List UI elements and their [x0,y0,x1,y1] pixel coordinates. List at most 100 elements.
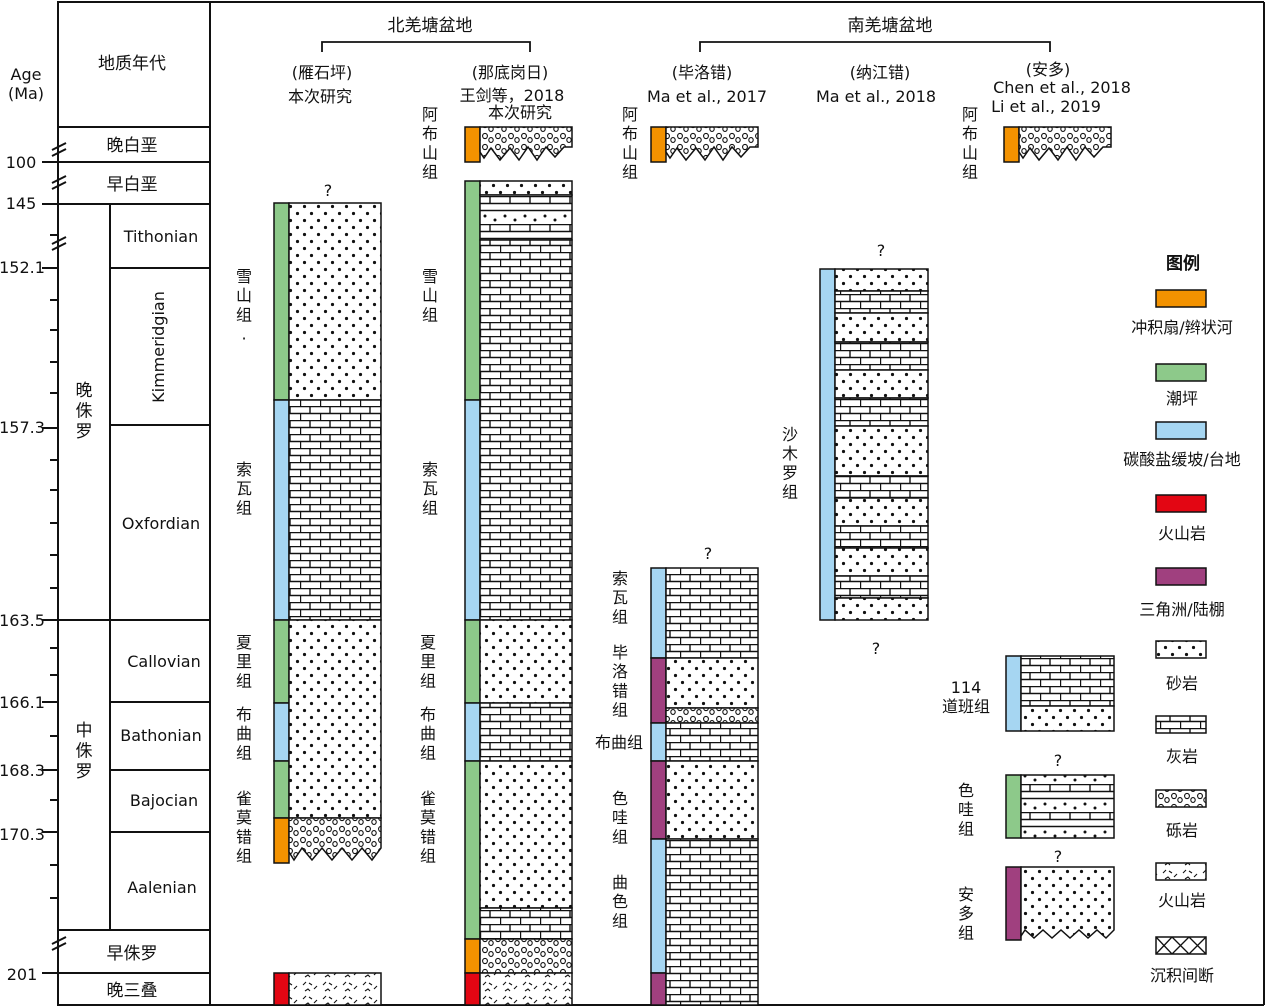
fm-label-biluocuo-biluocuo: 毕洛错组 [612,643,628,720]
env-bar [650,657,667,724]
fm-label-abushan-anduo: 阿布山组 [962,105,978,182]
legend-label-conglomerate: 砾岩 [1166,821,1198,840]
stage-callovian: Callovian [127,652,201,671]
time-scale [42,1,211,1006]
fm-label-buqu-nadigangri: 布曲组 [420,705,436,762]
fm-label-buqu-biluocuo: 布曲组 [595,733,643,752]
lith-sandstone [479,180,573,196]
legend-label-delta: 三角洲/陆棚 [1139,600,1224,619]
lith-volcanic [479,972,573,1006]
lith-limestone [479,702,573,762]
fm-label-anduo-anduo: 安多组 [958,885,974,942]
legend-label-sandstone: 砂岩 [1166,674,1198,693]
legend-swatch-volcanic [1155,494,1207,513]
fm-label-sewa-biluocuo: 色哇组 [612,789,628,846]
unknown-top-mark: ? [324,181,333,200]
legend-swatch-limestone [1155,715,1207,734]
section-najiangcuo-source: Ma et al., 2018 [816,87,936,106]
env-bar [464,180,481,401]
age-axis-label: Age [11,65,42,84]
env-bar [650,760,667,840]
lith-sandstone [288,202,382,401]
lith-sandstone [1020,705,1115,732]
legend-swatch-delta [1155,567,1207,586]
section-nadigangri-source: 王剑等，2018 [460,86,565,105]
env-bar [464,938,481,974]
section-anduo-name: (安多) [1026,60,1071,79]
legend-label-fan: 冲积扇/辫状河 [1131,318,1232,337]
lith-conglomerate [1018,126,1112,162]
column-anduo: ? ? [1003,126,1115,941]
env-bar [1005,774,1022,839]
stage-oxfordian: Oxfordian [122,514,200,533]
section-anduo-source2: Li et al., 2019 [991,97,1101,116]
unknown-top-mark: ? [704,544,713,563]
axis-break-marks [51,142,67,951]
env-bar [464,126,481,163]
legend-label-hiatus: 沉积间断 [1150,966,1214,985]
env-bar [273,702,290,762]
fm-label-abushan-biluocuo: 阿布山组 [622,105,638,182]
lith-sandstone [665,657,759,709]
lith-limestone [665,722,759,762]
age-label-170: 170.3 [0,825,45,844]
section-yanshiping-source: 本次研究 [288,87,352,106]
south-basin-bracket [699,41,1051,52]
age-label-166: 166.1 [0,693,45,712]
lith-conglomerate [288,817,382,862]
period-late-triassic: 晚三叠 [107,981,158,1001]
legend-swatch-volcanic-rock [1155,862,1207,881]
env-bar [273,619,290,704]
north-basin-title: 北羌塘盆地 [388,16,473,36]
env-bar [1005,655,1022,732]
section-najiangcuo-name: (纳江错) [850,63,911,82]
column-yanshiping: ? [273,181,382,1006]
env-bar [650,567,667,659]
fm-label-sewa-anduo: 色哇组 [958,781,974,838]
lith-conglomerate [665,126,759,162]
section-anduo-source: Chen et al., 2018 [993,78,1131,97]
lith-limestone [479,907,573,940]
fm-label-abushan-nadigangri: 阿布山组 [422,105,438,182]
lith-sandstone [479,619,573,704]
lith-sandstone [479,760,573,909]
section-nadigangri-source2: 本次研究 [488,103,552,122]
column-nadigangri [464,126,573,1006]
fm-label-quse-biluocuo: 曲色组 [612,873,628,930]
unknown-bottom-mark: ? [872,639,881,658]
lith-limestone [665,567,759,659]
lith-sandstone [834,425,929,477]
section-biluocuo-source: Ma et al., 2017 [647,87,767,106]
lith-limestone [834,341,929,371]
fm-label-xiali-yanshiping: 夏里组 [236,633,252,690]
lith-sandstone [288,619,382,819]
lith-limestone [834,525,929,549]
legend-label-volcanic-rock: 火山岩 [1158,891,1206,910]
section-biluocuo-name: (毕洛错) [672,63,733,82]
unknown-mark-sewa: ? [1054,751,1063,770]
legend: 图例 冲积扇/辫状河 潮坪 碳酸盐缓坡/台地 火山岩 三角洲/陆棚 砂岩 灰岩 … [1123,253,1240,985]
south-basin-title: 南羌塘盆地 [848,16,933,36]
legend-label-limestone: 灰岩 [1166,747,1198,766]
env-bar [273,817,290,864]
column-najiangcuo: ? ? [819,241,929,658]
age-label-168: 168.3 [0,761,45,780]
lith-conglomerate [479,126,573,162]
env-bar [273,399,290,621]
env-bar [464,619,481,704]
age-axis-unit: (Ma) [8,84,44,103]
lith-sand-lime [479,194,573,241]
age-label-100: 100 [6,153,37,172]
period-middle-jurassic: 中侏罗 [76,721,93,782]
lith-conglomerate [479,938,573,974]
lith-limestone [834,475,929,499]
fm-label-buqu-yanshiping: 布曲组 [236,705,252,762]
env-bar [273,760,290,819]
section-yanshiping-name: (雁石坪) [292,63,353,82]
fm-label-xiali-nadigangri: 夏里组 [420,633,436,690]
stage-bathonian: Bathonian [120,726,202,745]
legend-label-volcanic: 火山岩 [1158,524,1206,543]
lith-sandstone [834,597,929,621]
